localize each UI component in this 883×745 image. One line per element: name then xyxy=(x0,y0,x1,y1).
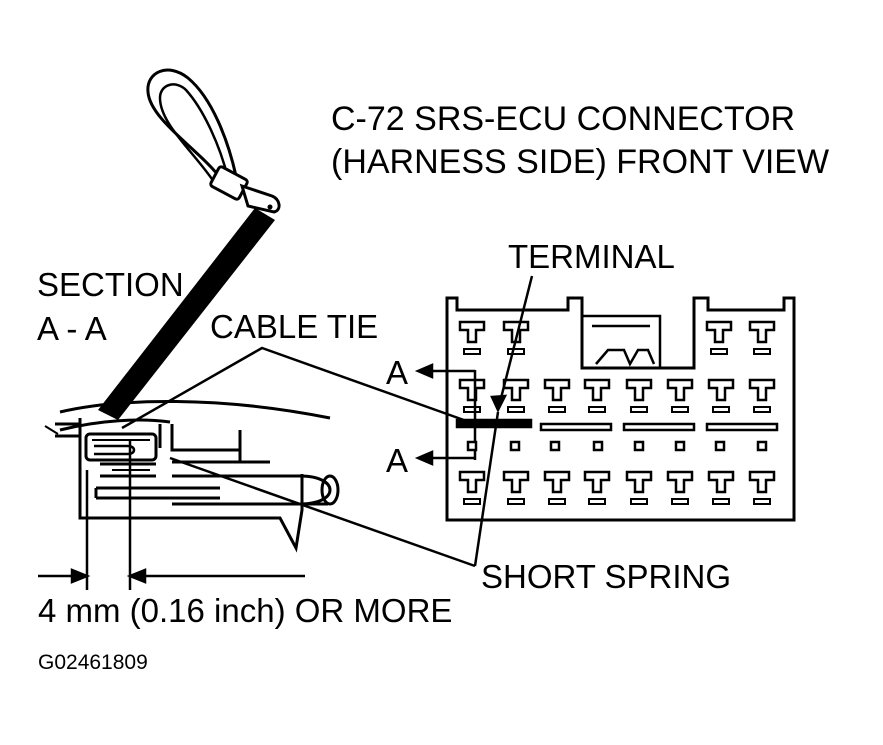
connector-front-view xyxy=(445,296,796,522)
title-line-2: (HARNESS SIDE) FRONT VIEW xyxy=(331,143,830,181)
short-spring-label: SHORT SPRING xyxy=(481,558,731,595)
cable-tie-illustration xyxy=(98,68,281,420)
dimension-label: 4 mm (0.16 inch) OR MORE xyxy=(38,592,453,629)
section-view xyxy=(44,399,340,553)
section-marker-bottom: A xyxy=(386,442,409,479)
short-spring-bars xyxy=(455,418,779,452)
section-label-line-1: SECTION xyxy=(37,266,184,303)
cable-tie-label: CABLE TIE xyxy=(210,308,379,345)
terminal-label: TERMINAL xyxy=(508,238,675,275)
title-line-1: C-72 SRS-ECU CONNECTOR xyxy=(331,100,796,138)
dimension-marker xyxy=(38,440,305,590)
section-marker-top: A xyxy=(386,354,409,391)
section-label-line-2: A - A xyxy=(37,310,107,347)
figure-id: G02461809 xyxy=(38,651,148,674)
